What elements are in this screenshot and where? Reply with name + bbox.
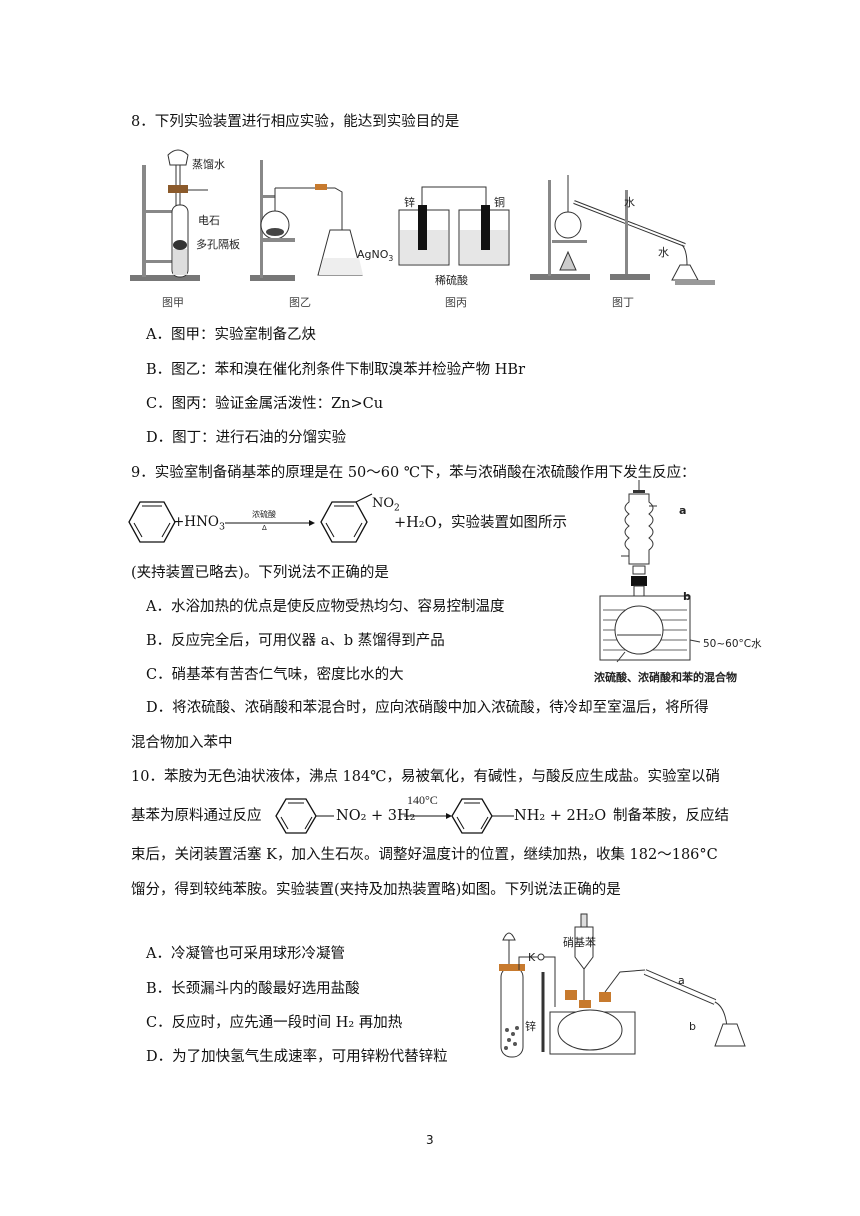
q9-eq-tail: +H₂O，实验装置如图所示 xyxy=(394,515,567,531)
q10-benzene-left-icon xyxy=(275,798,334,834)
q9-reagent: +HNO3 xyxy=(173,514,225,533)
jia-water-label: 蒸馏水 xyxy=(192,158,225,171)
q9-no2-group: NO2 xyxy=(372,496,400,514)
q9-stem: 9．实验室制备硝基苯的原理是在 50～60 ℃下，苯与浓硝酸在浓硫酸作用下发生反… xyxy=(131,465,696,481)
q9-option-c: C．硝基苯有苦杏仁气味，密度比水的大 xyxy=(146,667,404,683)
ding-water-in-label: 水 xyxy=(624,196,635,209)
bing-acid-label: 稀硫酸 xyxy=(435,274,468,287)
q10-option-b: B．长颈漏斗内的酸最好选用盐酸 xyxy=(146,981,360,997)
ding-water-out-label: 水 xyxy=(658,246,669,259)
jia-plate-label: 多孔隔板 xyxy=(196,238,240,251)
q10-option-a: A．冷凝管也可采用球形冷凝管 xyxy=(146,946,345,962)
q10-option-c: C．反应时，应先通一段时间 H₂ 再加热 xyxy=(146,1015,403,1031)
q10-apparatus xyxy=(499,913,746,1058)
bing-zn-label: 锌 xyxy=(404,196,415,209)
q8-option-b: B．图乙：苯和溴在催化剂条件下制取溴苯并检验产物 HBr xyxy=(146,362,525,378)
q9-option-d-cont: 混合物加入苯中 xyxy=(131,735,233,751)
q9-fig-temp-label: 50~60°C水 xyxy=(703,638,762,650)
q10-fig-k-label: K xyxy=(528,951,536,964)
q8-option-d: D．图丁：进行石油的分馏实验 xyxy=(146,430,347,446)
fig-yi-apparatus xyxy=(250,160,363,281)
caption-yi: 图乙 xyxy=(289,296,311,309)
q9-condition-bottom: Δ xyxy=(262,524,267,532)
q10-line3: 束后，关闭装置活塞 K，加入生石灰。调整好温度计的位置，继续加热，收集 182～… xyxy=(131,847,718,863)
q8-option-c: C．图丙：验证金属活泼性：Zn>Cu xyxy=(146,396,384,412)
q10-option-d: D．为了加快氢气生成速率，可用锌粉代替锌粒 xyxy=(146,1049,448,1065)
q10-fig-a-label: a xyxy=(678,974,685,987)
caption-bing: 图丙 xyxy=(445,296,467,309)
q10-eq-left: NO₂ + 3H₂ xyxy=(336,808,416,824)
q9-apparatus xyxy=(599,480,701,663)
yi-agno3-label: AgNO3 xyxy=(357,248,394,264)
q8-stem: 8．下列实验装置进行相应实验，能达到实验目的是 xyxy=(131,114,460,130)
q10-fig-zn-label: 锌 xyxy=(525,1020,536,1033)
fig-jia-apparatus xyxy=(130,149,208,281)
q9-fig-b-label: b xyxy=(683,590,691,603)
q9-option-b: B．反应完全后，可用仪器 a、b 蒸馏得到产品 xyxy=(146,633,445,649)
q9-fig-a-label: a xyxy=(679,504,687,517)
page-number: 3 xyxy=(426,1133,434,1147)
caption-ding: 图丁 xyxy=(612,296,634,309)
q10-line2-pre: 基苯为原料通过反应 xyxy=(131,808,262,824)
benzene-ring-icon xyxy=(128,501,176,543)
q10-line2-post: 制备苯胺，反应结 xyxy=(613,808,729,824)
nitrobenzene-ring-icon xyxy=(320,493,373,543)
q10-benzene-right-icon xyxy=(451,798,514,834)
fig-ding-apparatus xyxy=(530,175,715,285)
fig-bing-apparatus xyxy=(398,186,510,266)
q10-eq-condition: 140°C xyxy=(407,793,438,807)
q10-reaction-arrow-icon xyxy=(404,813,452,819)
caption-jia: 图甲 xyxy=(162,296,184,309)
q10-fig-nitro-label: 硝基苯 xyxy=(563,936,596,949)
reaction-arrow-icon xyxy=(225,520,315,526)
q10-eq-right: NH₂ + 2H₂O xyxy=(514,808,607,824)
q9-fig-caption: 浓硫酸、浓硝酸和苯的混合物 xyxy=(594,671,737,684)
q10-fig-b-label: b xyxy=(689,1020,696,1033)
q9-stem-cont: (夹持装置已略去)。下列说法不正确的是 xyxy=(131,565,389,581)
jia-stone-label: 电石 xyxy=(198,214,220,227)
q9-option-d: D．将浓硫酸、浓硝酸和苯混合时，应向浓硝酸中加入浓硫酸，待冷却至室温后，将所得 xyxy=(146,700,709,716)
bing-cu-label: 铜 xyxy=(494,196,505,209)
q8-option-a: A．图甲：实验室制备乙炔 xyxy=(146,327,316,343)
q9-condition-top: 浓硫酸 xyxy=(252,510,276,519)
q10-line4: 馏分，得到较纯苯胺。实验装置(夹持及加热装置略)如图。下列说法正确的是 xyxy=(131,882,621,898)
q9-option-a: A．水浴加热的优点是使反应物受热均匀、容易控制温度 xyxy=(146,599,505,615)
q10-line1: 10．苯胺为无色油状液体，沸点 184℃，易被氧化，有碱性，与酸反应生成盐。实验… xyxy=(131,769,720,785)
